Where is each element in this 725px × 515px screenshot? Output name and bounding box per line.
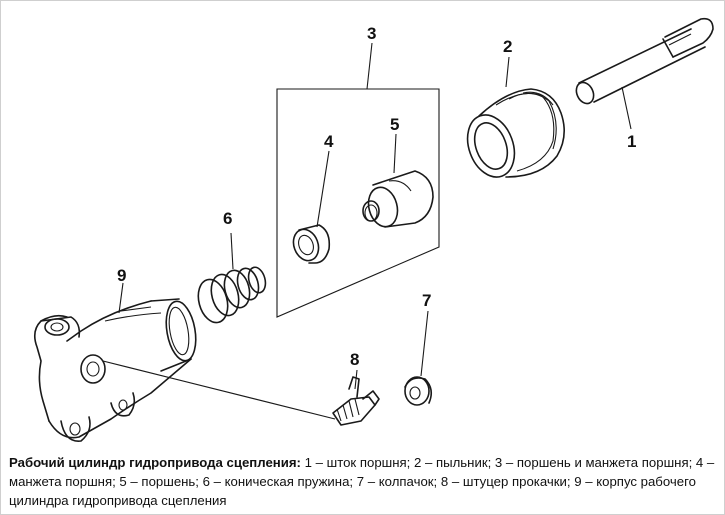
part-5-piston: [362, 170, 434, 228]
leader-2: [505, 56, 510, 88]
part-1-piston-rod: [575, 17, 714, 105]
label-6: 6: [223, 209, 232, 228]
caption-text: 1 – шток поршня; 2 – пыльник; 3 – поршен…: [9, 455, 715, 508]
label-7: 7: [422, 291, 431, 310]
caption-title: Рабочий цилиндр гидропривода сцепления:: [9, 455, 301, 470]
leader-1: [621, 86, 632, 130]
part-8-bleed-fitting: [332, 376, 380, 426]
part-6-conical-spring: [197, 266, 267, 324]
label-8: 8: [350, 350, 359, 369]
connector-line: [102, 360, 336, 420]
label-1: 1: [627, 132, 636, 151]
part-9-cylinder-body: [33, 298, 197, 442]
leader-6: [230, 232, 234, 270]
label-3: 3: [367, 24, 376, 43]
label-5: 5: [390, 115, 399, 134]
label-9: 9: [117, 266, 126, 285]
leader-8: [354, 369, 358, 390]
leader-4: [316, 150, 330, 228]
part-2-dust-boot: [466, 88, 565, 178]
label-2: 2: [503, 37, 512, 56]
part-4-piston-cup: [292, 224, 331, 264]
label-4: 4: [324, 132, 334, 151]
part-7-cap: [404, 376, 433, 406]
leader-5: [393, 133, 397, 174]
figure-caption: Рабочий цилиндр гидропривода сцепления: …: [9, 453, 721, 510]
group-3-frame: [276, 42, 440, 318]
leader-9: [118, 282, 124, 314]
leader-7: [420, 310, 429, 377]
